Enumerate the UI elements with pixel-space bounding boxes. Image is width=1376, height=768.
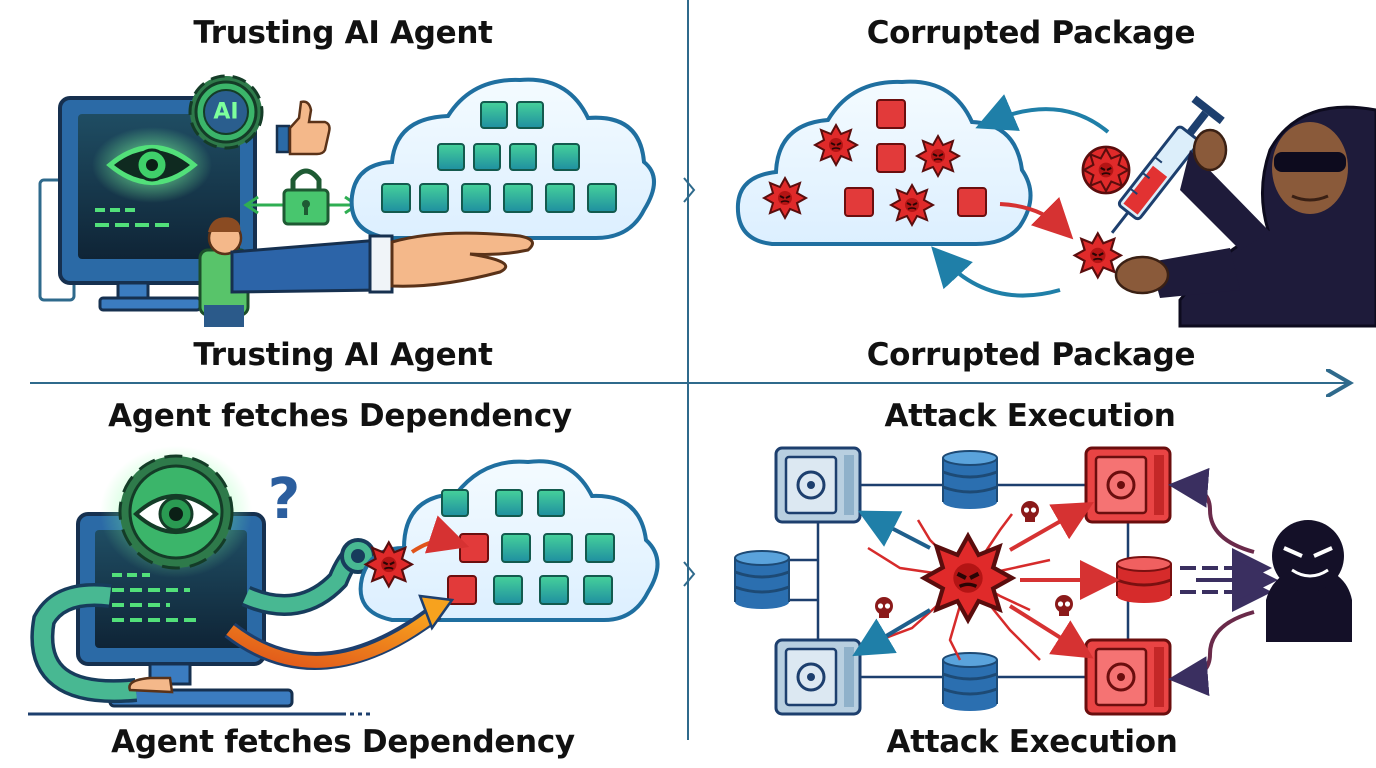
thumbs-up-icon xyxy=(275,100,331,156)
panel-caption-top-right: Corrupted Package xyxy=(866,337,1196,373)
database-icon xyxy=(1115,555,1173,605)
panel-title-bottom-right: Attack Execution xyxy=(884,398,1176,434)
panel-bottom-right-illustration xyxy=(733,446,1352,716)
fetch-arrow xyxy=(410,515,470,554)
gear-icon xyxy=(188,74,264,150)
virus-icon xyxy=(1081,145,1131,195)
corrupted-blocks xyxy=(844,99,987,217)
hooded-hacker-icon xyxy=(1266,520,1352,642)
panel-caption-top-left: Trusting AI Agent xyxy=(193,337,493,373)
fetch-arrow xyxy=(226,611,436,668)
hooded-hacker-icon xyxy=(1114,105,1376,328)
skull-icon xyxy=(1055,595,1073,616)
eye-icon xyxy=(106,145,198,185)
eye-icon xyxy=(133,494,219,534)
virus-icon xyxy=(1073,232,1123,279)
computer-monitor xyxy=(38,96,257,312)
virus-icon xyxy=(924,536,1012,620)
panel-bottom-left-illustration: ? xyxy=(28,446,660,716)
panel-caption-bottom-right: Attack Execution xyxy=(886,724,1178,760)
virus-icon xyxy=(364,541,414,588)
syringe-icon xyxy=(1110,95,1225,234)
gear-icon xyxy=(118,454,234,570)
virus-icon xyxy=(814,124,858,166)
package-blocks xyxy=(381,101,617,213)
infect-arrow xyxy=(999,196,1074,240)
panel-top-right-illustration xyxy=(735,79,1376,328)
database-icon xyxy=(941,651,999,713)
skull-icon xyxy=(1021,501,1039,522)
hand-icon xyxy=(230,231,534,294)
database-icon xyxy=(733,549,791,611)
panel-title-top-right: Corrupted Package xyxy=(866,15,1196,51)
vault-icon xyxy=(1084,638,1172,716)
virus-icon xyxy=(890,184,934,226)
vault-icon xyxy=(774,638,862,716)
vault-icon xyxy=(1084,446,1172,524)
panel-title-top-left: Trusting AI Agent xyxy=(193,15,493,51)
padlock-icon xyxy=(243,168,360,226)
flow-arrow xyxy=(975,94,1110,134)
virus-icon xyxy=(916,135,960,177)
panel-top-left-illustration xyxy=(38,74,656,327)
virus-icon xyxy=(763,177,807,219)
ai-badge-label: AI xyxy=(213,99,239,125)
package-blocks xyxy=(441,489,615,605)
question-mark-icon: ? xyxy=(268,467,300,532)
flow-arrow xyxy=(931,246,1061,298)
skull-icon xyxy=(875,597,893,618)
panel-title-bottom-left: Agent fetches Dependency xyxy=(108,398,572,434)
panel-caption-bottom-left: Agent fetches Dependency xyxy=(111,724,575,760)
database-icon xyxy=(941,449,999,511)
vault-icon xyxy=(774,446,862,524)
